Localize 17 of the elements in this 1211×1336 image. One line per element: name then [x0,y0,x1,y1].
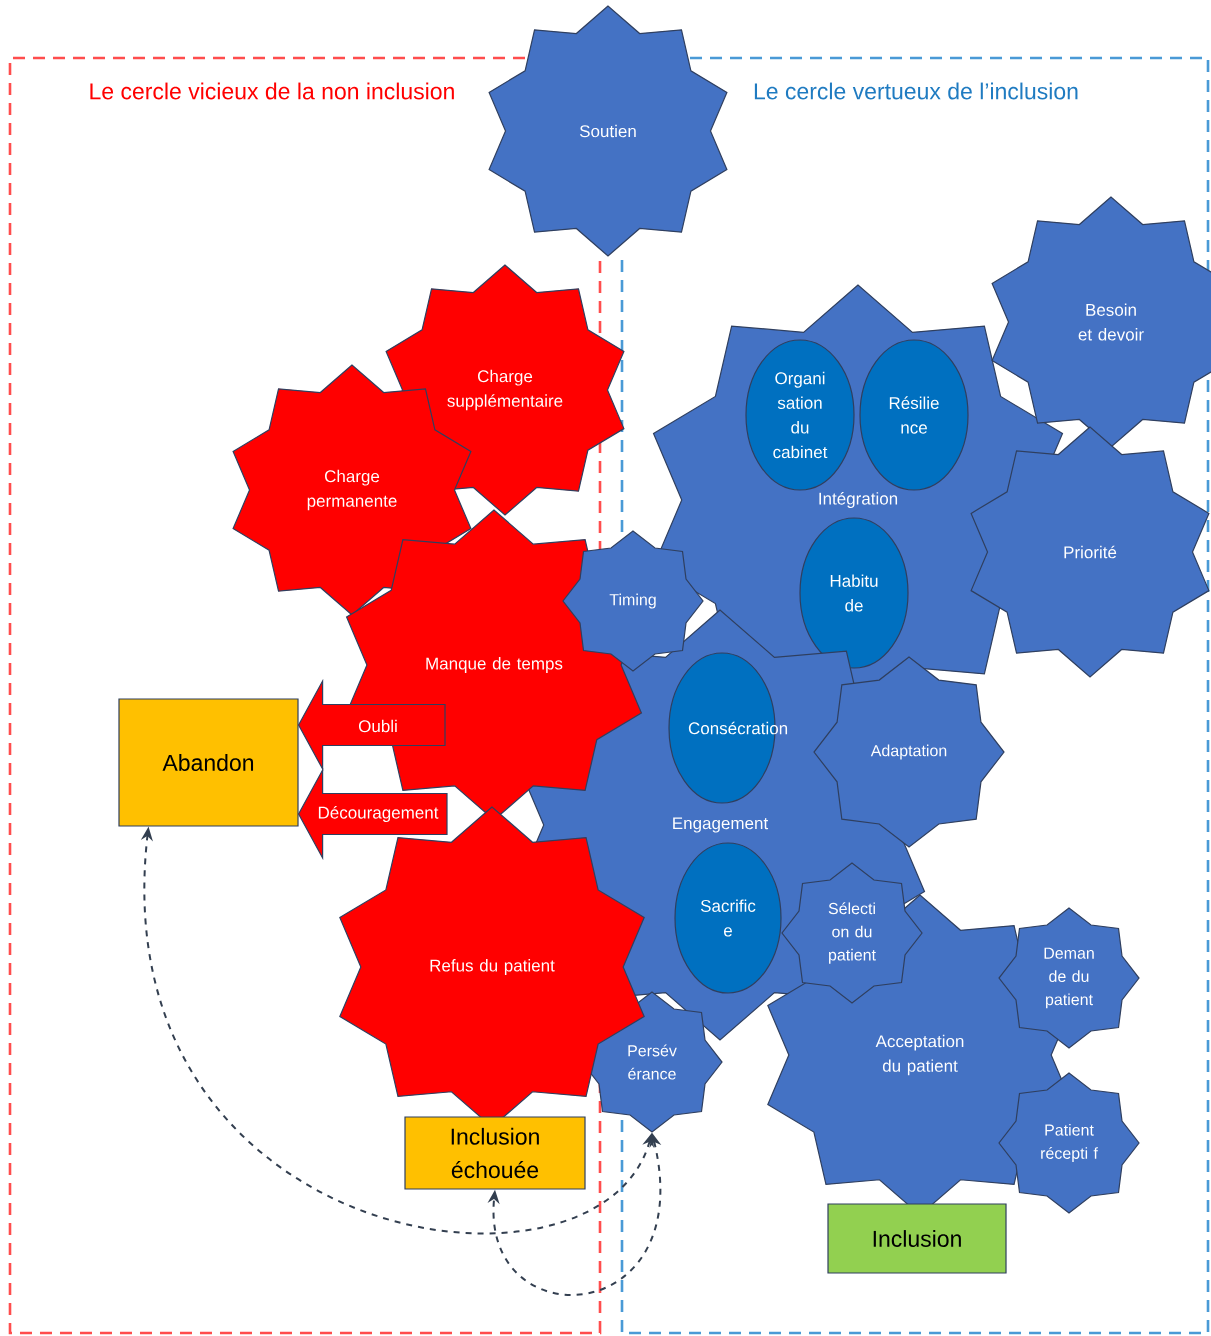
outcome-box: Inclusion échouée [404,1116,586,1190]
star-node: Deman de du patient [998,907,1140,1049]
star-node: Soutien [488,5,728,257]
oval-node: Habitu de [799,517,909,669]
oval-node: Résilie nce [859,339,969,491]
star-node: Timing [562,530,704,672]
outcome-box: Inclusion [827,1203,1007,1274]
outcome-box: Abandon [118,698,299,827]
star-node: Adaptation [813,656,1005,848]
star-node: Priorité [970,426,1210,678]
star-node: Besoin et devoir [991,196,1211,448]
oval-node: Organi sation du cabinet [745,339,855,491]
heading: Le cercle vicieux de la non inclusion [90,82,454,100]
oval-node: Sacrific e [674,842,782,994]
node-label: Priorité [1064,545,1117,559]
star-node: Patient récepti f [998,1072,1140,1214]
heading: Le cercle vertueux de l’inclusion [754,82,1078,100]
